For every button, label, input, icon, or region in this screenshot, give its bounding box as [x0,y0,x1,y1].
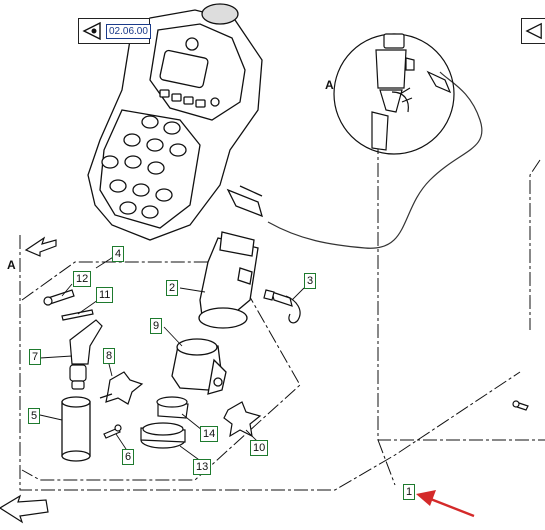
side-view-label: A [7,258,16,272]
section-arrow-icon [24,236,57,257]
reference-box[interactable]: 02.06.00 [78,18,151,44]
part-pins [43,289,94,321]
callout-10[interactable]: 10 [250,440,269,456]
callout-1[interactable]: 1 [403,484,416,500]
reference-box-right[interactable] [521,18,545,44]
detail-view-label: A [325,78,334,92]
back-triangle-icon [82,22,101,40]
direction-arrow-icon [0,494,49,524]
detail-view-a [333,33,455,155]
dashed-frame [19,140,545,491]
callout-4[interactable]: 4 [112,246,125,262]
callout-5[interactable]: 5 [28,408,41,424]
part-plug [263,289,301,324]
callout-13[interactable]: 13 [193,459,212,475]
callout-8[interactable]: 8 [103,348,116,364]
part-screw-right [512,400,529,411]
part-lever [69,319,103,390]
callout-12[interactable]: 12 [73,271,92,287]
callout-3[interactable]: 3 [304,273,317,289]
cable [267,71,483,249]
part-washer [156,396,189,419]
reference-code: 02.06.00 [106,24,151,39]
callout-9[interactable]: 9 [150,318,163,334]
part-star-knob [223,401,262,438]
callout-2[interactable]: 2 [166,280,179,296]
part-knob [99,371,144,405]
back-triangle-icon [525,22,542,40]
callout-6[interactable]: 6 [122,449,135,465]
callout-11[interactable]: 11 [96,287,114,303]
part-collar [140,422,186,449]
callout-14[interactable]: 14 [200,426,219,442]
red-arrow [416,490,475,518]
part-mount-body [198,231,259,329]
handset-remote [87,3,263,241]
part-tube [61,396,91,462]
part-bracket [171,338,227,395]
part-screw [103,424,122,439]
callout-7[interactable]: 7 [29,349,42,365]
